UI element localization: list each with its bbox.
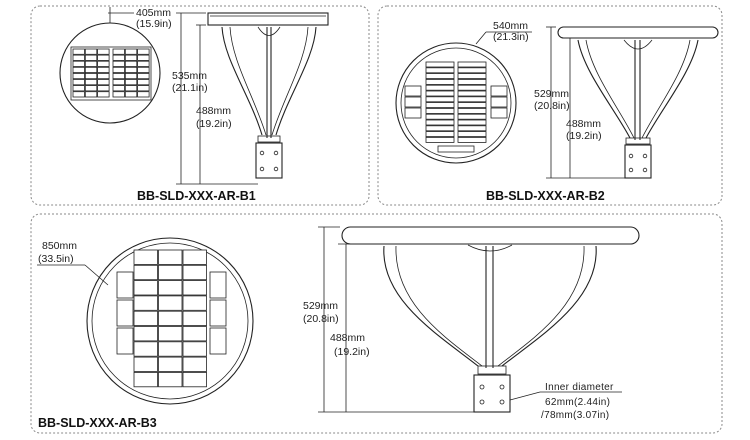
panel-b1-diameter-in: (15.9in) xyxy=(136,18,172,30)
panel-b3-total-height-mm: 529mm xyxy=(303,300,338,312)
panel-b1-arm-height-in: (19.2in) xyxy=(196,118,232,130)
panel-b2-solar-cells xyxy=(404,61,508,153)
panel-b3-total-height-in: (20.8in) xyxy=(303,313,339,325)
panel-b3-arm-height-mm: 488mm xyxy=(330,332,365,344)
panel-b2-frame xyxy=(377,5,723,206)
panel-b1-side-view xyxy=(207,12,329,179)
panel-b1-top-view xyxy=(59,22,161,124)
panel-b1: 405mm (15.9in) 535mm (21.1in) 488mm (19.… xyxy=(30,5,370,206)
panel-b2-top-view xyxy=(395,42,517,164)
panel-b2-arm-height-in: (19.2in) xyxy=(566,130,602,142)
panel-b3-solar-cells xyxy=(116,249,227,388)
panel-b1-frame xyxy=(30,5,370,206)
panel-b1-total-height-mm: 535mm xyxy=(172,70,207,82)
panel-b1-total-height-in: (21.1in) xyxy=(172,82,208,94)
inner-diameter-size-2: /78mm(3.07in) xyxy=(541,410,609,421)
panel-b1-arm-height-mm: 488mm xyxy=(196,105,231,117)
panel-b2-diameter-mm: 540mm xyxy=(493,20,528,32)
panel-b2-total-height-in: (20.8in) xyxy=(534,100,570,112)
panel-b2-diameter-in: (21.3in) xyxy=(493,31,529,43)
panel-b2-model-name: BB-SLD-XXX-AR-B2 xyxy=(486,189,605,203)
panel-b3-frame xyxy=(30,213,723,434)
panel-b2-arm-height-mm: 488mm xyxy=(566,118,601,130)
panel-b3-diameter-mm: 850mm xyxy=(42,240,77,252)
inner-diameter-size-1: 62mm(2.44in) xyxy=(545,397,610,408)
panel-b2: 540mm (21.3in) 529mm (20.8in) 488mm (19.… xyxy=(377,5,723,206)
panel-b2-total-height-mm: 529mm xyxy=(534,88,569,100)
panel-b3-top-view xyxy=(86,237,254,405)
panel-b1-diameter-mm: 405mm xyxy=(136,7,171,19)
panel-b1-model-name: BB-SLD-XXX-AR-B1 xyxy=(137,189,256,203)
panel-b3-diameter-in: (33.5in) xyxy=(38,253,74,265)
panel-b3-arm-height-in: (19.2in) xyxy=(334,346,370,358)
panel-b2-side-view xyxy=(557,26,719,179)
inner-diameter-label: Inner diameter xyxy=(545,382,614,393)
panel-b3-model-name: BB-SLD-XXX-AR-B3 xyxy=(38,416,157,430)
panel-b3: 850mm (33.5in) 529mm (20.8in) 488mm (19.… xyxy=(30,213,723,434)
panel-b3-side-view xyxy=(341,226,640,413)
panel-b1-solar-cells xyxy=(72,48,150,98)
